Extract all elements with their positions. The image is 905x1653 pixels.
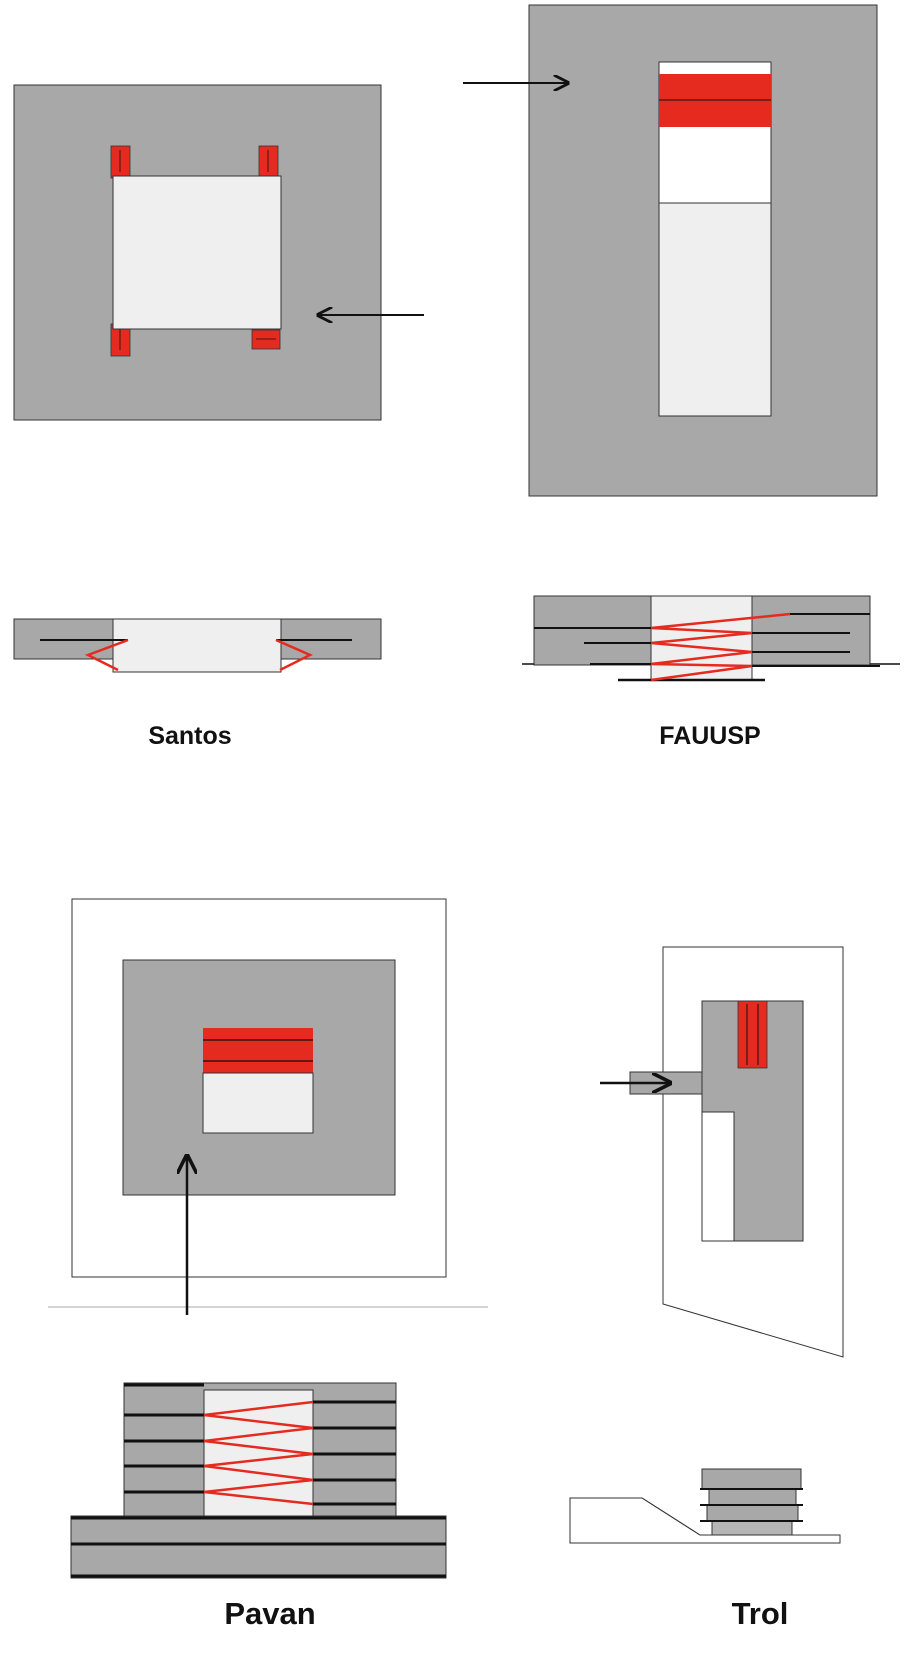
pavan-plan	[48, 898, 488, 1315]
trol-stair	[737, 1000, 768, 1069]
caption-trol: Trol	[731, 1596, 789, 1631]
santos-void	[112, 175, 282, 330]
santos-stair-sw	[251, 329, 281, 350]
trol-plan	[600, 946, 844, 1358]
santos-plan	[13, 84, 424, 421]
santos-stair-ne	[110, 145, 131, 179]
fauusp-void	[658, 202, 772, 417]
trol-open	[701, 1111, 735, 1242]
caption-fauusp: FAUUSP	[659, 722, 761, 750]
santos-section	[13, 618, 382, 673]
pavan-section	[70, 1382, 447, 1579]
pavan-stair	[203, 1028, 313, 1073]
caption-pavan: Pavan	[224, 1596, 316, 1631]
caption-santos: Santos	[148, 722, 232, 750]
trol-section	[569, 1468, 841, 1544]
pavan-void	[202, 1072, 314, 1134]
fauusp-plan	[463, 4, 878, 497]
fauusp-section	[522, 595, 900, 682]
santos-stair-nw	[258, 145, 279, 179]
